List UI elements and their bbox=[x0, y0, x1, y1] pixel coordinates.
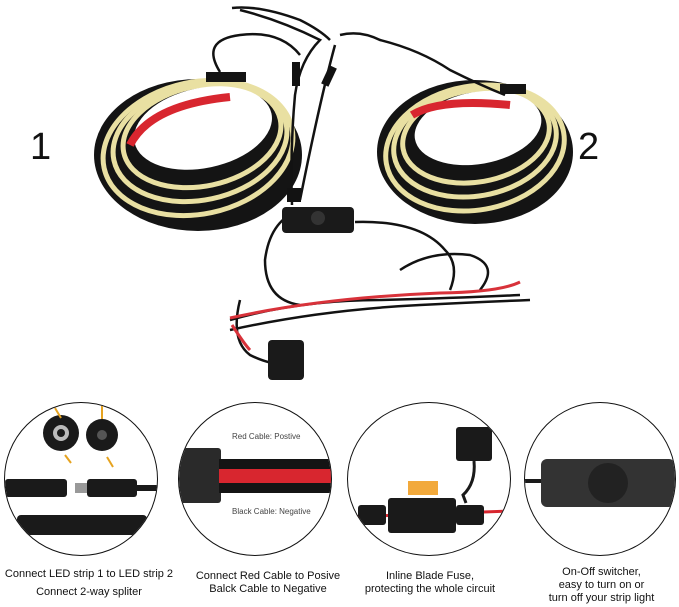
red-cable bbox=[229, 280, 521, 320]
strip-label-1: 1 bbox=[30, 126, 52, 168]
red-cable-annotation: Red Cable: Postive bbox=[232, 432, 301, 441]
caption-line: Connect 2-way spliter bbox=[36, 586, 142, 598]
caption-cable: Connect Red Cable to Posive Balck Cable … bbox=[178, 570, 358, 596]
black-cable-annotation: Black Cable: Negative bbox=[232, 507, 311, 516]
detail-circle-connector bbox=[4, 402, 158, 556]
caption-connector: Connect LED strip 1 to LED strip 2 Conne… bbox=[0, 568, 178, 599]
caption-line: On-Off switcher, bbox=[562, 566, 641, 578]
on-off-switch-icon bbox=[525, 459, 675, 507]
strip-label-2: 2 bbox=[578, 126, 600, 168]
caption-line: Connect LED strip 1 to LED strip 2 bbox=[4, 568, 174, 580]
caption-line: Balck Cable to Negative bbox=[209, 583, 327, 595]
caption-fuse: Inline Blade Fuse, protecting the whole … bbox=[350, 570, 510, 596]
led-strip-kit-illustration bbox=[94, 6, 573, 380]
caption-line: easy to turn on or bbox=[558, 579, 645, 591]
caption-line: protecting the whole circuit bbox=[364, 583, 496, 595]
product-photo: 1 2 bbox=[30, 6, 600, 380]
detail-circle-fuse bbox=[347, 402, 511, 556]
blade-fuse-icon bbox=[348, 427, 510, 533]
caption-line: Connect Red Cable to Posive bbox=[195, 570, 341, 582]
caption-switch: On-Off switcher, easy to turn on or turn… bbox=[524, 566, 679, 605]
dc-connector-icon bbox=[5, 405, 157, 535]
detail-circle-switch bbox=[524, 402, 676, 556]
caption-line: turn off your strip light bbox=[548, 592, 655, 604]
led-strip-2-coil bbox=[377, 80, 573, 224]
fuse-holder bbox=[268, 340, 304, 380]
caption-line: Inline Blade Fuse, bbox=[385, 570, 475, 582]
led-strip-1-coil bbox=[94, 72, 302, 231]
cable-end-icon bbox=[179, 448, 331, 503]
detail-circle-cable: Red Cable: Postive Black Cable: Negative bbox=[178, 402, 332, 556]
